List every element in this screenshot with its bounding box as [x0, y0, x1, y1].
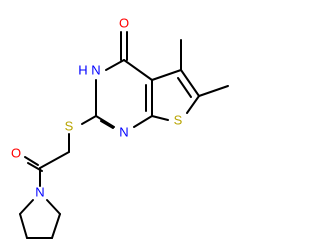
bond-c5-c6-inner — [177, 77, 192, 98]
oxygen-atom-keto: O — [119, 15, 129, 30]
molecule-structure-diagram: O H N N S S O N — [11, 15, 229, 239]
nitrogen-atom-n1: N — [119, 124, 128, 139]
bond-ch2-cco — [39, 151, 70, 169]
sulfur-atom-thioether: S — [65, 118, 74, 133]
bond-n1-c7a — [133, 115, 153, 128]
bond-cco-o-double-a — [24, 156, 39, 166]
oxygen-atom-amide: O — [11, 145, 21, 160]
bond-c4-n3 — [105, 59, 125, 71]
bond-c6-methyl — [198, 85, 229, 97]
bond-c2-s — [81, 115, 97, 125]
atom-labels: O H N N S S O N — [11, 15, 183, 199]
bond-s7-c7a — [151, 115, 169, 121]
nitrogen-atom-pyrrolidine: N — [35, 184, 44, 199]
bond-c5-c6 — [180, 69, 200, 97]
bond-n-ring-right — [46, 199, 61, 215]
bond-c4a-c5 — [151, 69, 182, 81]
bond-c4a-c4 — [123, 59, 153, 81]
sulfur-atom-thiophene: S — [174, 112, 183, 127]
nitrogen-hydrogen-label: H — [78, 62, 87, 77]
bond-ring-bottom-left — [19, 213, 28, 239]
bond-ring-left-n — [19, 199, 34, 215]
bond-c2-n1-inner — [100, 120, 114, 129]
bond-c6-s7 — [186, 95, 200, 114]
bond-c2-n1 — [95, 115, 115, 128]
nitrogen-atom-n3: N — [91, 62, 100, 77]
bonds — [19, 31, 229, 239]
bond-ring-right-bottom — [51, 213, 61, 239]
